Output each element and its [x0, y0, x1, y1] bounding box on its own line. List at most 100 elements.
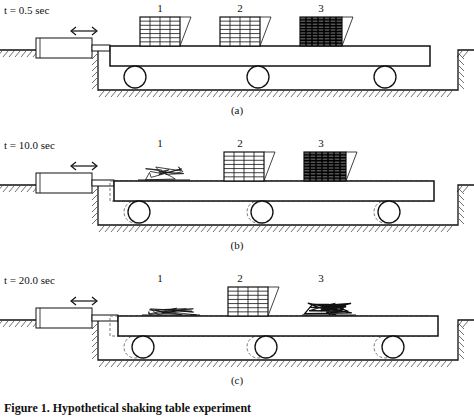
hatch: [405, 361, 410, 367]
grid-line: [224, 168, 264, 169]
hatch: [381, 361, 386, 367]
motion-arrow: [92, 162, 97, 170]
hatch: [399, 361, 404, 367]
hatch: [321, 226, 326, 232]
hatch: [459, 66, 464, 71]
hatch: [459, 207, 464, 212]
hatch: [393, 361, 398, 367]
hatch: [297, 361, 302, 367]
hatch: [9, 321, 14, 327]
grid-line: [304, 166, 346, 167]
callout-number: 1: [157, 138, 163, 149]
hatch: [225, 361, 230, 367]
hatch: [303, 361, 308, 367]
wheel: [128, 201, 150, 223]
grid-line: [300, 37, 342, 38]
hatch: [459, 72, 464, 77]
hatch: [321, 91, 326, 97]
hatch: [363, 361, 368, 367]
grid-line: [300, 28, 342, 29]
panel: [0, 152, 474, 232]
grid-line: [224, 164, 264, 165]
grid-line: [300, 22, 342, 23]
hatch: [297, 226, 302, 232]
hatch: [3, 51, 8, 57]
wheel: [132, 336, 154, 358]
profile-line: [268, 287, 279, 316]
grid-line: [140, 41, 180, 42]
grid-line: [304, 163, 346, 164]
grid-line: [140, 21, 180, 22]
actuator-cylinder: [36, 173, 92, 193]
hatch: [135, 91, 140, 97]
hatch: [171, 361, 176, 367]
hatch: [459, 330, 464, 335]
actuator-rod: [92, 315, 118, 321]
hatch: [165, 361, 170, 367]
panel-label: (a): [231, 105, 243, 116]
hatch: [411, 91, 416, 97]
grid-line: [220, 25, 260, 26]
hatch: [255, 91, 260, 97]
grid-line: [228, 303, 268, 304]
hatch: [92, 342, 97, 347]
hatch: [459, 336, 464, 341]
hatch: [165, 91, 170, 97]
grid-line: [304, 154, 346, 155]
hatch: [369, 91, 374, 97]
hatch: [249, 361, 254, 367]
hatch: [9, 186, 14, 192]
grid-line: [228, 307, 268, 308]
building-block: [140, 17, 180, 46]
grid-line: [140, 25, 180, 26]
hatch: [135, 226, 140, 232]
hatch: [279, 361, 284, 367]
grid-line: [304, 157, 346, 158]
grid-line: [228, 311, 268, 312]
callout-number: 3: [318, 3, 324, 14]
hatch: [357, 91, 362, 97]
hatch: [387, 361, 392, 367]
hatch: [177, 361, 182, 367]
hatch: [237, 226, 242, 232]
hatch: [429, 361, 434, 367]
collapsed-block: [305, 303, 352, 315]
hatch: [351, 91, 356, 97]
hatch: [105, 91, 110, 97]
hatch: [447, 226, 452, 232]
grid-line: [228, 295, 268, 296]
grid-line: [224, 160, 264, 161]
hatch: [267, 361, 272, 367]
hatch: [177, 226, 182, 232]
hatch: [345, 91, 350, 97]
hatch: [273, 226, 278, 232]
hatch: [111, 91, 116, 97]
hatch: [459, 219, 464, 224]
building-block: [224, 152, 264, 181]
grid-line: [300, 40, 342, 41]
grid-line: [300, 34, 342, 35]
hatch: [369, 361, 374, 367]
hatch: [92, 207, 97, 212]
hatch: [459, 213, 464, 218]
hatch: [207, 226, 212, 232]
building-block: [304, 152, 346, 181]
hatch: [291, 91, 296, 97]
wheel: [251, 201, 273, 223]
hatch: [189, 361, 194, 367]
hatch: [153, 91, 158, 97]
hatch: [92, 348, 97, 353]
hatch: [15, 51, 20, 57]
hatch: [441, 226, 446, 232]
hatch: [459, 348, 464, 353]
callout-number: 2: [237, 273, 243, 284]
hatch: [381, 91, 386, 97]
hatch: [201, 226, 206, 232]
hatch: [117, 361, 122, 367]
hatch: [153, 361, 158, 367]
hatch: [213, 226, 218, 232]
hatch: [105, 361, 110, 367]
building-block: [228, 287, 268, 316]
hatch: [99, 361, 104, 367]
hatch: [417, 226, 422, 232]
